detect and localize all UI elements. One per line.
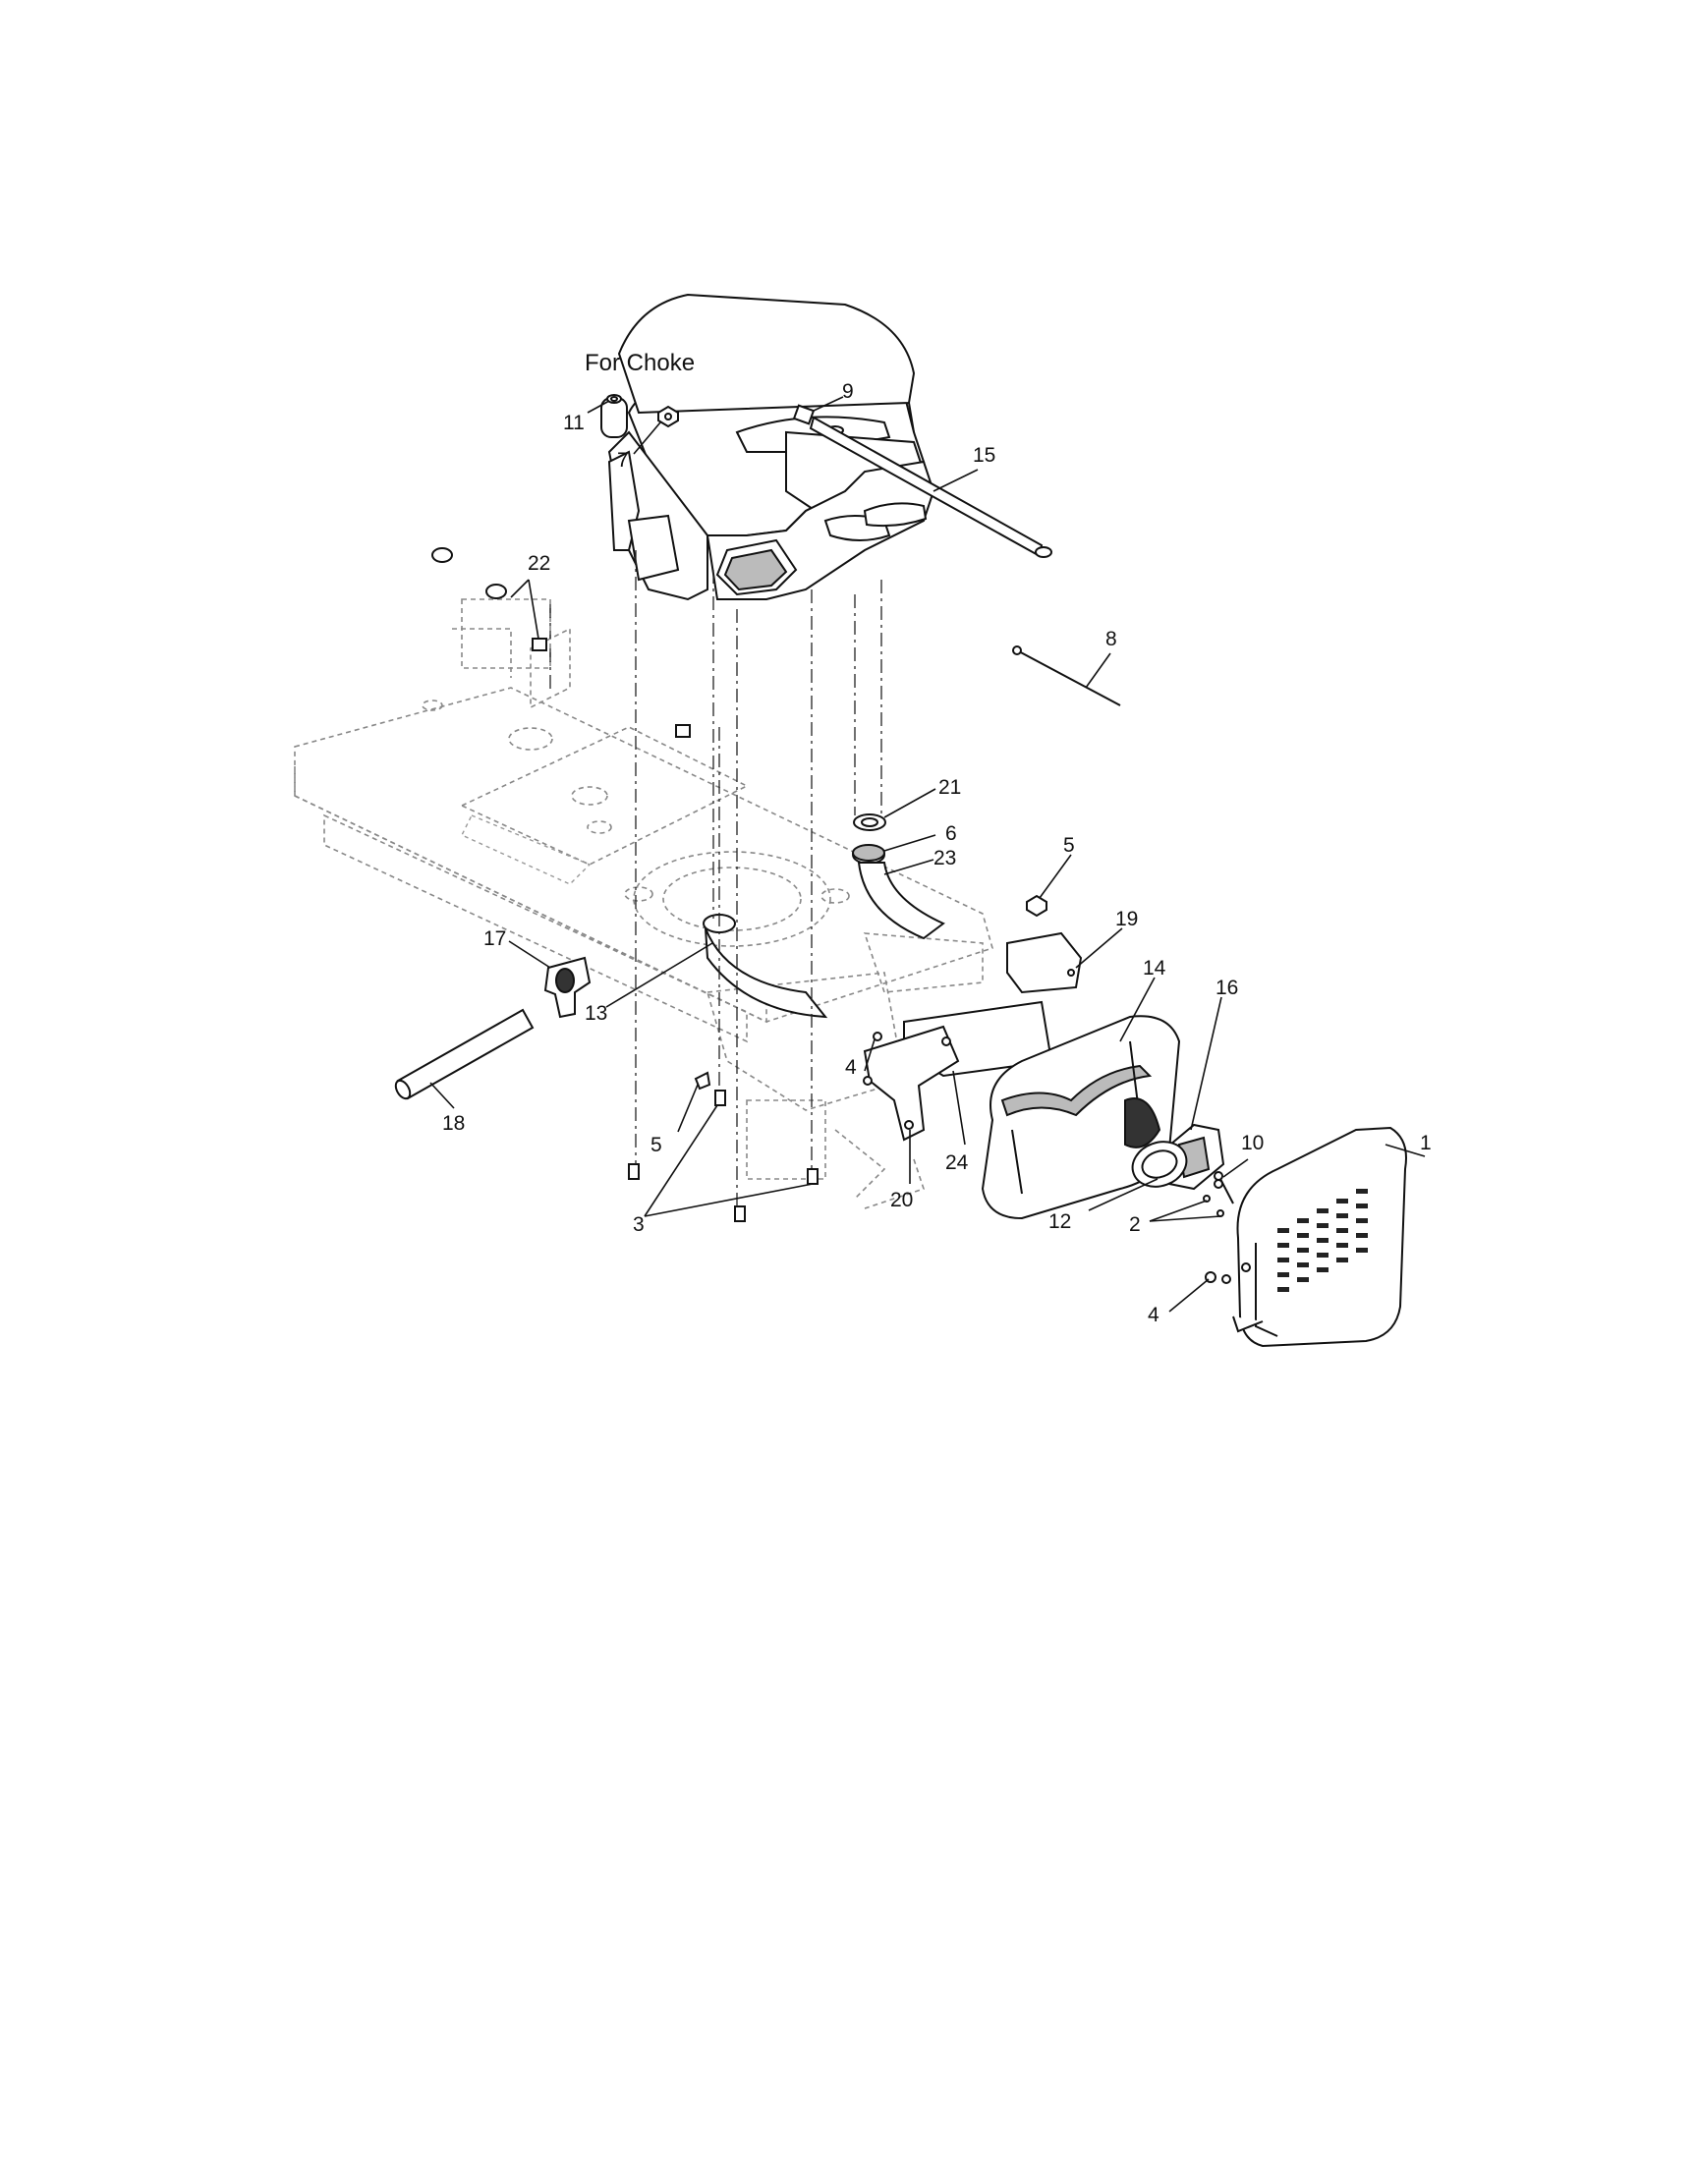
wire-8 (1012, 645, 1121, 706)
callout-1: 1 (1420, 1132, 1432, 1154)
callout-14: 14 (1143, 957, 1166, 980)
callout-19: 19 (1115, 908, 1138, 930)
gasket-21 (853, 813, 886, 831)
fitting-9 (792, 404, 816, 425)
callout-20: 20 (890, 1189, 913, 1211)
callout-15: 15 (973, 444, 995, 467)
callout-10: 10 (1241, 1132, 1264, 1154)
callout-9: 9 (842, 380, 854, 403)
heat-shield-19 (1006, 931, 1083, 994)
callout-23: 23 (933, 847, 956, 869)
gasket-6 (852, 844, 885, 862)
bracket-20 (863, 1025, 960, 1142)
muffler-guard-1 (1221, 1126, 1407, 1348)
callout-24: 24 (945, 1151, 969, 1174)
engine (600, 293, 935, 601)
callout-4-lower: 4 (1148, 1304, 1159, 1326)
callout-5-upper: 5 (1063, 834, 1075, 857)
callout-16: 16 (1215, 977, 1238, 999)
callout-2: 2 (1129, 1213, 1141, 1236)
muffler-14 (981, 1015, 1181, 1220)
callout-labels: 11 7 9 15 22 8 21 6 23 5 19 17 14 16 13 … (442, 380, 1432, 1326)
hose-18 (394, 1008, 535, 1100)
callout-22: 22 (528, 552, 550, 575)
elbow-17 (543, 956, 592, 1019)
callout-5-lower: 5 (650, 1134, 662, 1156)
callout-6: 6 (945, 822, 957, 845)
chassis-frame (294, 598, 993, 1209)
bolt-5-lower (694, 1071, 711, 1091)
callout-13: 13 (585, 1002, 607, 1025)
nut-5 (1026, 894, 1047, 918)
callout-18: 18 (442, 1112, 465, 1135)
callout-12: 12 (1048, 1210, 1071, 1233)
callout-17: 17 (483, 927, 506, 950)
callout-7: 7 (617, 449, 629, 472)
washer-11 (606, 394, 622, 404)
clamp-22 (431, 547, 691, 738)
callout-8: 8 (1105, 628, 1117, 650)
callout-4-upper: 4 (845, 1056, 857, 1079)
callout-11: 11 (563, 412, 585, 434)
callout-3: 3 (633, 1213, 645, 1236)
nut-7 (657, 405, 679, 428)
rod-15 (809, 416, 1052, 558)
centerlines (549, 550, 882, 1206)
screws-2 (1203, 1195, 1224, 1217)
leader-lines (429, 396, 1426, 1313)
guard-vent-slots (1277, 1189, 1368, 1292)
callout-21: 21 (938, 776, 961, 799)
gasket-12 (1131, 1141, 1188, 1188)
exhaust-pipe-13 (703, 914, 828, 1019)
screw-10 (1214, 1171, 1234, 1204)
caption-for-choke: For Choke (585, 350, 695, 376)
